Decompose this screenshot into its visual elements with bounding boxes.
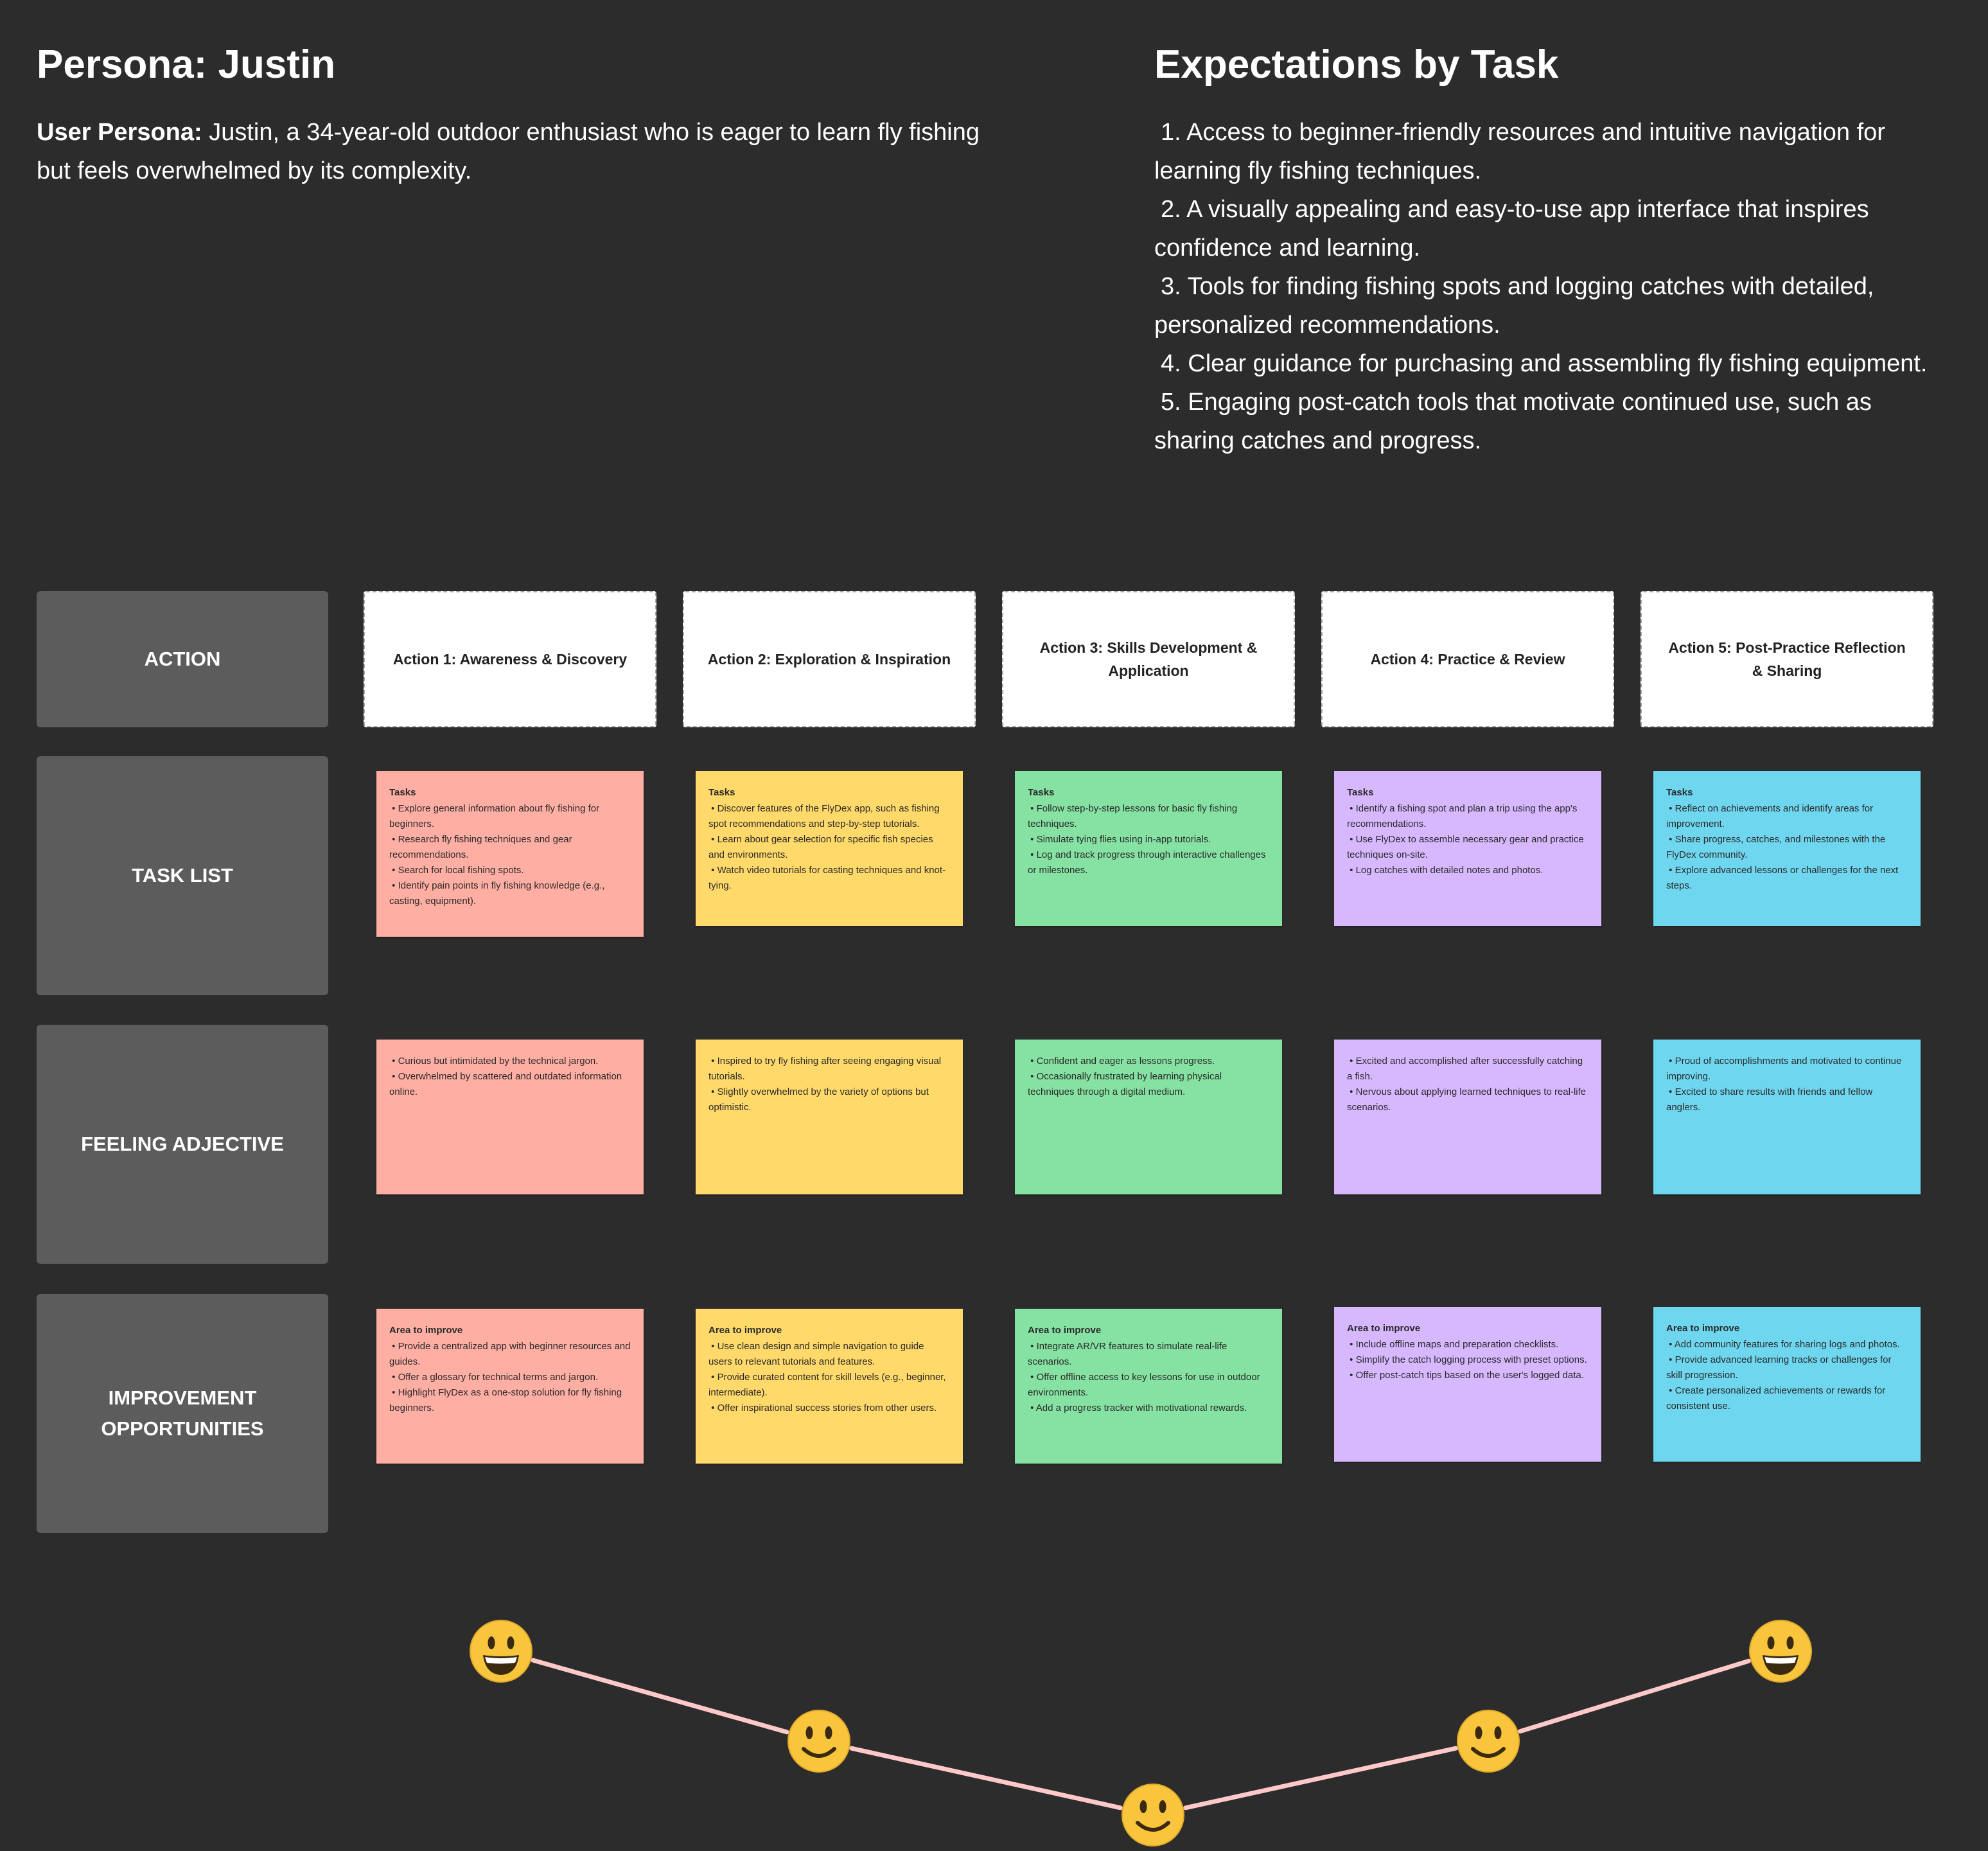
journey-line-segment <box>1518 1658 1751 1734</box>
journey-line-segment <box>849 1746 1123 1811</box>
task-note-1: Tasks Explore general information about … <box>376 771 644 937</box>
action-card-5: Action 5: Post-Practice Reflection & Sha… <box>1641 591 1933 727</box>
task-note-title: Tasks <box>708 787 735 798</box>
improvement-item: Add a progress tracker with motivational… <box>1028 1401 1269 1416</box>
improvement-item: Offer inspirational success stories from… <box>708 1401 950 1416</box>
smiling-face-icon <box>1122 1784 1184 1847</box>
improvement-item: Create personalized achievements or rewa… <box>1666 1383 1908 1414</box>
task-note-title: Tasks <box>389 787 416 798</box>
action-card-4: Action 4: Practice & Review <box>1321 591 1614 727</box>
action-card-2: Action 2: Exploration & Inspiration <box>683 591 976 727</box>
feeling-item: Nervous about applying learned technique… <box>1347 1085 1588 1115</box>
task-item: Follow step-by-step lessons for basic fl… <box>1028 801 1269 832</box>
task-item: Log and track progress through interacti… <box>1028 847 1269 878</box>
journey-line-segment <box>1183 1746 1458 1811</box>
task-item: Explore advanced lessons or challenges f… <box>1666 863 1908 894</box>
grinning-face-icon <box>1749 1620 1812 1683</box>
improvement-item: Integrate AR/VR features to simulate rea… <box>1028 1339 1269 1370</box>
task-note-title: Tasks <box>1028 787 1055 798</box>
improvement-note-5: Area to improve Add community features f… <box>1653 1307 1921 1462</box>
expectation-item: 5. Engaging post-catch tools that motiva… <box>1154 389 1872 454</box>
action-card-3: Action 3: Skills Development & Applicati… <box>1002 591 1295 727</box>
task-item: Use FlyDex to assemble necessary gear an… <box>1347 832 1588 863</box>
row-label-improvement: IMPROVEMENT OPPORTUNITIES <box>37 1294 328 1533</box>
task-item: Share progress, catches, and milestones … <box>1666 832 1908 863</box>
improvement-note-title: Area to improve <box>389 1325 463 1336</box>
improvement-note-1: Area to improve Provide a centralized ap… <box>376 1309 644 1464</box>
task-item: Research fly fishing techniques and gear… <box>389 832 631 863</box>
task-item: Simulate tying flies using in-app tutori… <box>1028 832 1269 847</box>
smiling-face-icon <box>1457 1710 1520 1773</box>
task-item: Learn about gear selection for specific … <box>708 832 950 863</box>
persona-description-text: Justin, a 34-year-old outdoor enthusiast… <box>37 119 980 184</box>
improvement-note-4: Area to improve Include offline maps and… <box>1334 1307 1601 1462</box>
improvement-item: Include offline maps and preparation che… <box>1347 1337 1588 1352</box>
improvement-item: Provide a centralized app with beginner … <box>389 1339 631 1370</box>
task-item: Reflect on achievements and identify are… <box>1666 801 1908 832</box>
feeling-note-3: Confident and eager as lessons progress.… <box>1015 1040 1282 1194</box>
persona-label: User Persona: <box>37 119 202 146</box>
feeling-item: Excited and accomplished after successfu… <box>1347 1054 1588 1085</box>
task-note-3: Tasks Follow step-by-step lessons for ba… <box>1015 771 1282 926</box>
grinning-face-icon <box>470 1620 532 1683</box>
feeling-item: Slightly overwhelmed by the variety of o… <box>708 1085 950 1115</box>
improvement-item: Provide advanced learning tracks or chal… <box>1666 1352 1908 1383</box>
journey-line-segment <box>531 1658 789 1735</box>
row-label-task-list: TASK LIST <box>37 756 328 995</box>
task-item: Search for local fishing spots. <box>389 863 631 878</box>
feeling-item: Overwhelmed by scattered and outdated in… <box>389 1069 631 1100</box>
expectations-list: 1. Access to beginner-friendly resources… <box>1154 113 1944 460</box>
task-item: Watch video tutorials for casting techni… <box>708 863 950 894</box>
expectation-item: 4. Clear guidance for purchasing and ass… <box>1161 350 1928 377</box>
feeling-note-2: Inspired to try fly fishing after seeing… <box>696 1040 963 1194</box>
improvement-item: Simplify the catch logging process with … <box>1347 1352 1588 1368</box>
improvement-item: Offer post-catch tips based on the user'… <box>1347 1368 1588 1383</box>
smiling-face-icon <box>787 1710 850 1773</box>
feeling-item: Proud of accomplishments and motivated t… <box>1666 1054 1908 1085</box>
feeling-note-1: Curious but intimidated by the technical… <box>376 1040 644 1194</box>
feeling-item: Occasionally frustrated by learning phys… <box>1028 1069 1269 1100</box>
expectations-title: Expectations by Task <box>1154 42 1559 87</box>
expectation-item: 2. A visually appealing and easy-to-use … <box>1154 196 1869 261</box>
task-item: Discover features of the FlyDex app, suc… <box>708 801 950 832</box>
improvement-item: Add community features for sharing logs … <box>1666 1337 1908 1352</box>
feeling-note-4: Excited and accomplished after successfu… <box>1334 1040 1601 1194</box>
persona-title: Persona: Justin <box>37 42 336 87</box>
feeling-note-5: Proud of accomplishments and motivated t… <box>1653 1040 1921 1194</box>
expectation-item: 3. Tools for finding fishing spots and l… <box>1154 273 1874 339</box>
task-item: Explore general information about fly fi… <box>389 801 631 832</box>
improvement-note-title: Area to improve <box>708 1325 782 1336</box>
persona-description: User Persona: Justin, a 34-year-old outd… <box>37 113 987 190</box>
improvement-note-3: Area to improve Integrate AR/VR features… <box>1015 1309 1282 1464</box>
task-note-title: Tasks <box>1666 787 1693 798</box>
task-note-title: Tasks <box>1347 787 1374 798</box>
feeling-item: Confident and eager as lessons progress. <box>1028 1054 1269 1069</box>
improvement-note-title: Area to improve <box>1666 1323 1740 1334</box>
feeling-item: Excited to share results with friends an… <box>1666 1085 1908 1115</box>
improvement-item: Provide curated content for skill levels… <box>708 1370 950 1401</box>
improvement-note-2: Area to improve Use clean design and sim… <box>696 1309 963 1464</box>
improvement-note-title: Area to improve <box>1028 1325 1102 1336</box>
row-label-feeling: FEELING ADJECTIVE <box>37 1025 328 1264</box>
improvement-item: Use clean design and simple navigation t… <box>708 1339 950 1370</box>
improvement-item: Offer a glossary for technical terms and… <box>389 1370 631 1385</box>
task-item: Identify pain points in fly fishing know… <box>389 878 631 909</box>
row-label-action: ACTION <box>37 591 328 727</box>
action-card-1: Action 1: Awareness & Discovery <box>364 591 656 727</box>
improvement-item: Offer offline access to key lessons for … <box>1028 1370 1269 1401</box>
improvement-note-title: Area to improve <box>1347 1323 1421 1334</box>
feeling-item: Inspired to try fly fishing after seeing… <box>708 1054 950 1085</box>
task-item: Log catches with detailed notes and phot… <box>1347 863 1588 878</box>
task-item: Identify a fishing spot and plan a trip … <box>1347 801 1588 832</box>
task-note-4: Tasks Identify a fishing spot and plan a… <box>1334 771 1601 926</box>
task-note-5: Tasks Reflect on achievements and identi… <box>1653 771 1921 926</box>
feeling-item: Curious but intimidated by the technical… <box>389 1054 631 1069</box>
improvement-item: Highlight FlyDex as a one-stop solution … <box>389 1385 631 1416</box>
expectation-item: 1. Access to beginner-friendly resources… <box>1154 119 1885 184</box>
task-note-2: Tasks Discover features of the FlyDex ap… <box>696 771 963 926</box>
